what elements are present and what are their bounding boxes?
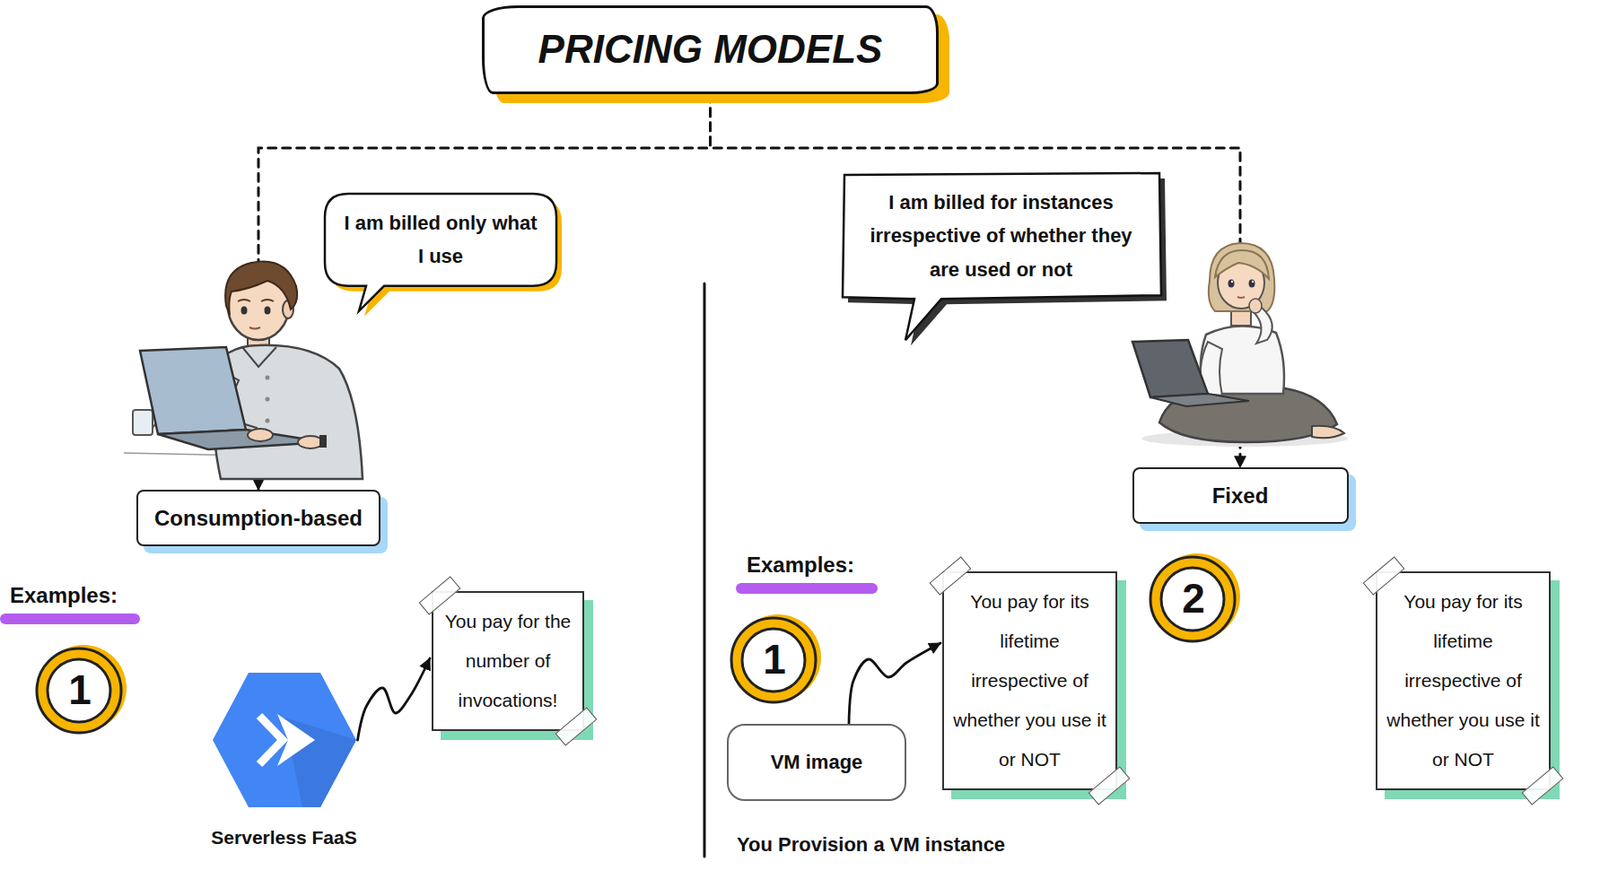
note-card: You pay for the number of invocations! — [431, 591, 585, 732]
woman-illustration-part — [1237, 297, 1245, 298]
callout-coin: 1 — [726, 612, 822, 708]
man-illustration-part — [264, 306, 272, 315]
note-text: You pay for the number of invocations! — [440, 602, 576, 721]
shape-part — [324, 193, 557, 312]
man-illustration — [123, 261, 363, 480]
speech-bubble: I am billed for instances irrespective o… — [840, 173, 1162, 299]
man-illustration-part — [265, 397, 271, 403]
shape-part — [259, 716, 283, 765]
callout-number: 1 — [68, 665, 92, 715]
bubble-outline — [324, 193, 557, 287]
shape-part — [842, 173, 1162, 341]
shape-part — [277, 714, 315, 767]
service-icon-group: Serverless FaaS — [201, 673, 368, 849]
category-box: Consumption-based — [136, 489, 381, 547]
man-illustration-part — [249, 327, 261, 330]
woman-illustration-part — [1231, 280, 1233, 283]
woman-illustration-part — [1215, 250, 1269, 280]
man-illustration-part — [265, 419, 271, 424]
shape-part — [1150, 557, 1235, 642]
squiggle-arrow — [358, 658, 431, 741]
tape-strip — [1088, 766, 1131, 805]
speech-text: I am billed for instances irrespective o… — [858, 185, 1144, 287]
tape-strip — [1521, 766, 1565, 805]
note-text: You pay for its lifetime irrespective of… — [1384, 582, 1542, 780]
vm-group: VM imageYou Provision a VM instance — [726, 724, 1006, 857]
label-holder: Examples: — [9, 583, 118, 609]
label-holder: Examples: — [746, 552, 855, 578]
man-illustration-part — [139, 347, 246, 435]
man-illustration-part — [247, 428, 273, 442]
category-label: Fixed — [1150, 481, 1331, 510]
woman-illustration-part — [1251, 280, 1254, 283]
note-card: You pay for its lifetime irrespective of… — [942, 571, 1118, 791]
category-box: Fixed — [1132, 467, 1349, 525]
woman-illustration-part — [1228, 279, 1235, 289]
man-illustration-part — [225, 261, 298, 315]
woman-illustration-part — [1249, 279, 1256, 289]
woman-illustration-part — [1132, 340, 1208, 398]
title-text: PRICING MODELS — [502, 26, 919, 74]
man-illustration-part — [237, 299, 274, 302]
section-label: Examples: — [9, 583, 118, 609]
man-illustration-part — [319, 435, 327, 448]
woman-illustration-part — [1311, 426, 1345, 439]
callout-number: 2 — [1181, 574, 1206, 623]
callout-number: 1 — [762, 635, 787, 684]
man-illustration-part — [265, 375, 271, 381]
man-illustration-part — [241, 306, 248, 315]
woman-illustration-part — [1208, 243, 1275, 312]
woman-illustration-part — [1249, 298, 1262, 314]
service-label: Serverless FaaS — [201, 827, 368, 849]
man-illustration-part — [132, 410, 153, 436]
note-card: You pay for its lifetime irrespective of… — [1375, 571, 1551, 791]
shape-part — [742, 629, 805, 692]
serverless-icon — [212, 673, 357, 808]
tape-strip — [555, 707, 598, 746]
vm-label: VM image — [726, 724, 907, 802]
shape-part — [36, 648, 122, 734]
divider-line — [703, 283, 707, 857]
tape-strip — [419, 576, 462, 615]
man-illustration-part — [297, 436, 324, 449]
title-box: PRICING MODELS — [481, 5, 939, 95]
shape-part — [1161, 568, 1225, 631]
dashed-arrow — [710, 94, 1242, 468]
shape-part — [47, 659, 111, 723]
speech-bubble: I am billed only what I use — [324, 193, 557, 287]
callout-coin: 2 — [1145, 550, 1242, 647]
section-label: Examples: — [746, 552, 855, 578]
squiggle-arrow — [848, 643, 941, 725]
speech-text: I am billed only what I use — [342, 206, 539, 274]
woman-illustration-part — [1150, 393, 1250, 407]
tape-strip — [1363, 556, 1406, 595]
vm-label-caption: You Provision a VM instance — [736, 833, 1006, 857]
label-underline — [5, 613, 135, 625]
category-label: Consumption-based — [154, 504, 363, 533]
note-text: You pay for its lifetime irrespective of… — [951, 582, 1109, 780]
label-underline — [741, 583, 873, 595]
shape-part — [731, 618, 816, 703]
shape-part — [212, 673, 357, 808]
man-illustration-part — [157, 429, 325, 450]
tape-strip — [929, 556, 972, 595]
callout-coin: 1 — [32, 642, 128, 738]
man-illustration-part — [242, 347, 277, 368]
